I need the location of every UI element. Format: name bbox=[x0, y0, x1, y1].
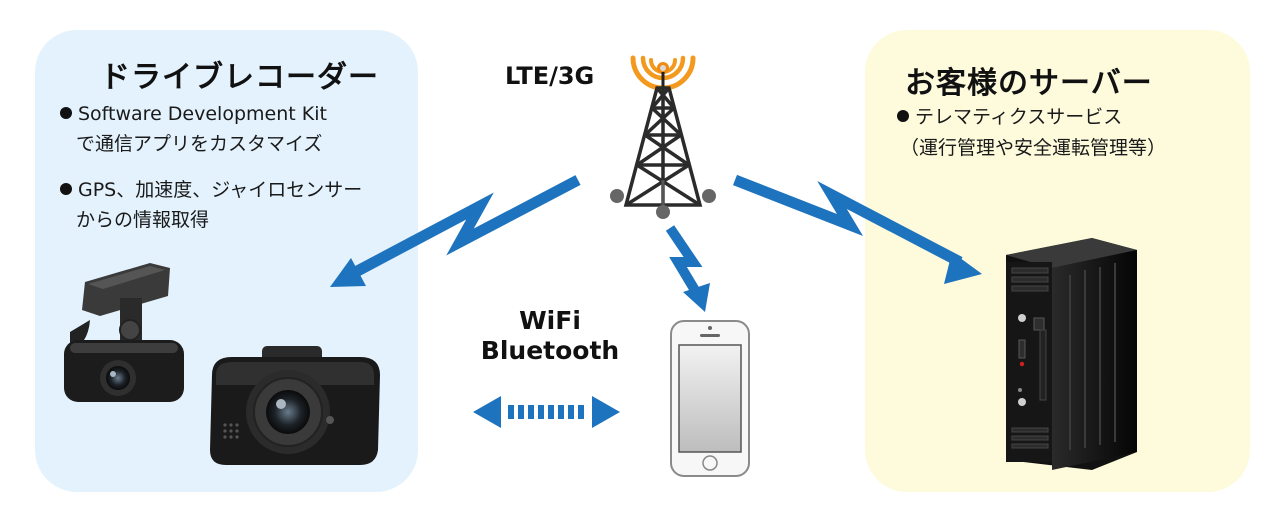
dashcam-icon bbox=[210, 346, 380, 465]
cell-tower-icon bbox=[610, 55, 716, 219]
wifi-label: WiFi bbox=[519, 306, 581, 335]
signal-arrow-icon bbox=[330, 175, 581, 287]
telematics-bullet: テレマティクスサービス bbox=[897, 103, 1122, 132]
sensor-bullet-line2: からの情報取得 bbox=[76, 209, 210, 231]
telematics-bullet-line1: テレマティクスサービス bbox=[915, 106, 1123, 128]
customer-server-title: お客様のサーバー bbox=[905, 66, 1153, 101]
bullet-dot bbox=[897, 110, 909, 122]
sdk-bullet-line1: Software Development Kit bbox=[78, 103, 327, 125]
bullet-dot bbox=[60, 183, 72, 195]
signal-arrow-icon bbox=[665, 225, 710, 312]
bidirectional-arrow-icon bbox=[473, 396, 620, 428]
sensor-bullet-line1: GPS、加速度、ジャイロセンサー bbox=[78, 179, 363, 201]
telematics-bullet-line2: （運行管理や安全運転管理等） bbox=[900, 137, 1167, 159]
server-tower-icon bbox=[1006, 238, 1137, 470]
drive-recorder-title: ドライブレコーダー bbox=[100, 60, 379, 95]
signal-arrow-icon bbox=[732, 174, 982, 284]
lte-3g-label: LTE/3G bbox=[505, 62, 595, 90]
sdk-bullet-line2: で通信アプリをカスタマイズ bbox=[76, 133, 323, 155]
sdk-bullet: Software Development Kit bbox=[60, 100, 327, 129]
bullet-dot bbox=[60, 107, 72, 119]
dashcam-icon bbox=[64, 263, 184, 402]
smartphone-icon bbox=[670, 320, 750, 477]
bluetooth-label: Bluetooth bbox=[480, 336, 620, 365]
sensor-bullet: GPS、加速度、ジャイロセンサー bbox=[60, 176, 362, 205]
